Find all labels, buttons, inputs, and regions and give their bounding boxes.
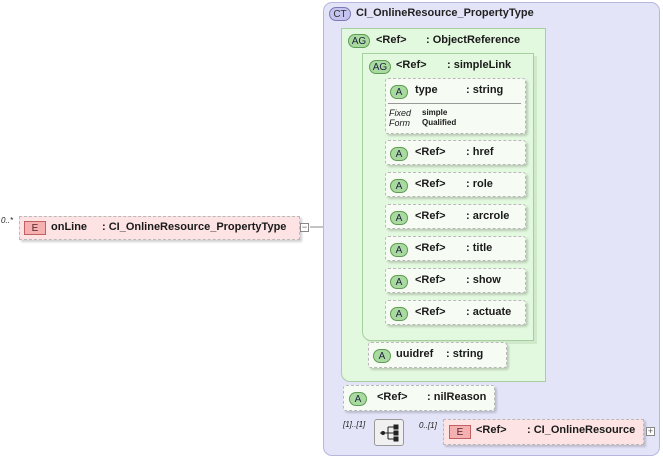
attribute-title[interactable] bbox=[385, 236, 526, 261]
complex-type-badge: CT bbox=[329, 7, 351, 21]
attribute-badge: A bbox=[390, 85, 408, 99]
root-element-name: onLine bbox=[51, 221, 88, 233]
attribute-nilreason-ref: <Ref> bbox=[377, 391, 408, 403]
child-element-ci-onlineresource[interactable] bbox=[443, 419, 644, 445]
sequence-compositor-icon[interactable] bbox=[374, 419, 404, 446]
attribute-uuidref[interactable] bbox=[368, 342, 507, 368]
element-badge: E bbox=[449, 425, 471, 439]
attribute-ref: <Ref> bbox=[415, 306, 446, 318]
attribute-nilreason[interactable] bbox=[343, 385, 495, 411]
form-value: Qualified bbox=[422, 118, 457, 127]
root-element-onLine[interactable] bbox=[19, 216, 300, 240]
root-element-type: : CI_OnlineResource_PropertyType bbox=[102, 221, 287, 233]
ag-simple-link-ref: <Ref> bbox=[396, 59, 427, 71]
attribute-badge: A bbox=[349, 392, 367, 406]
attribute-nilreason-type: : nilReason bbox=[427, 391, 487, 403]
form-label: Form bbox=[389, 118, 410, 128]
attribute-show[interactable] bbox=[385, 268, 526, 293]
attribute-ref-type: : show bbox=[466, 274, 501, 286]
sequence-occurs: [1]..[1] bbox=[343, 420, 366, 429]
attribute-group-badge: AG bbox=[369, 60, 391, 74]
child-element-ref: <Ref> bbox=[476, 424, 507, 436]
attribute-badge: A bbox=[390, 179, 408, 193]
attribute-ref-type: : actuate bbox=[466, 306, 512, 318]
attribute-ref: <Ref> bbox=[415, 146, 446, 158]
attribute-ref: <Ref> bbox=[415, 178, 446, 190]
element-badge: E bbox=[24, 221, 46, 235]
attribute-ref-type: : title bbox=[466, 242, 493, 254]
attribute-ref-type: : role bbox=[466, 178, 493, 190]
attribute-ref: <Ref> bbox=[415, 210, 446, 222]
attribute-type-type: : string bbox=[466, 84, 504, 96]
attribute-type[interactable] bbox=[385, 78, 526, 134]
attribute-type-name: type bbox=[415, 84, 438, 96]
ag-object-reference-ref: <Ref> bbox=[376, 34, 407, 46]
attribute-ref: <Ref> bbox=[415, 242, 446, 254]
collapse-icon[interactable]: − bbox=[300, 222, 309, 232]
fixed-value: simple bbox=[422, 108, 448, 117]
child-element-type: : CI_OnlineResource bbox=[527, 424, 636, 436]
attribute-ref-type: : arcrole bbox=[466, 210, 510, 222]
attribute-uuidref-type: : string bbox=[446, 348, 484, 360]
child-element-occurs: 0..[1] bbox=[419, 421, 437, 430]
fixed-label: Fixed bbox=[389, 108, 412, 118]
attribute-actuate[interactable] bbox=[385, 300, 526, 325]
expand-icon[interactable]: + bbox=[646, 426, 655, 436]
attribute-group-badge: AG bbox=[348, 34, 370, 48]
attribute-ref-type: : href bbox=[466, 146, 494, 158]
attribute-badge: A bbox=[390, 147, 408, 161]
attribute-uuidref-name: uuidref bbox=[396, 348, 434, 360]
ag-simple-link-type: : simpleLink bbox=[447, 59, 512, 71]
attribute-badge: A bbox=[390, 243, 408, 257]
complex-type-title: CI_OnlineResource_PropertyType bbox=[356, 7, 534, 19]
root-occurs: 0..* bbox=[1, 216, 14, 225]
attribute-badge: A bbox=[390, 211, 408, 225]
divider bbox=[388, 103, 521, 104]
ag-object-reference-type: : ObjectReference bbox=[426, 34, 521, 46]
sequence-icon bbox=[380, 424, 399, 442]
attribute-href[interactable] bbox=[385, 140, 526, 165]
attribute-badge: A bbox=[373, 349, 391, 363]
attribute-ref: <Ref> bbox=[415, 274, 446, 286]
attribute-role[interactable] bbox=[385, 172, 526, 197]
attribute-badge: A bbox=[390, 307, 408, 321]
attribute-arcrole[interactable] bbox=[385, 204, 526, 229]
attribute-badge: A bbox=[390, 275, 408, 289]
